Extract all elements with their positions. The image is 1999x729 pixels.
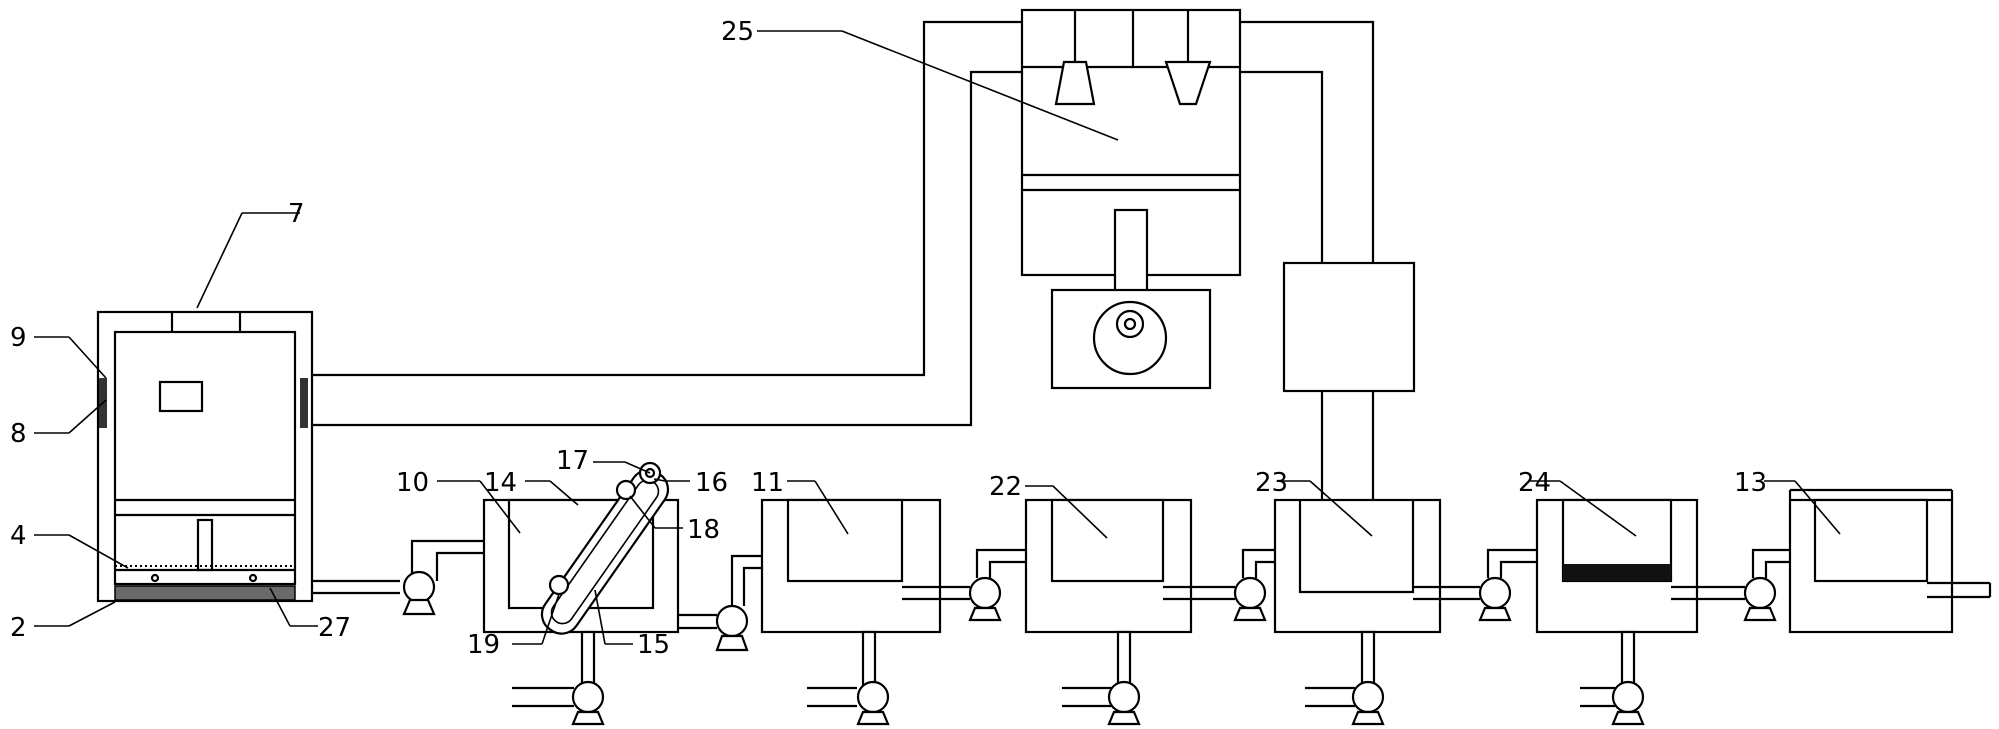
- control-panel: [158, 380, 204, 413]
- label-22: 22: [989, 472, 1022, 502]
- label-2: 2: [10, 613, 27, 643]
- label-7: 7: [288, 199, 305, 229]
- hopper-left-icon: [1054, 60, 1096, 106]
- label-16: 16: [695, 468, 728, 498]
- label-27: 27: [318, 613, 351, 643]
- top-treatment-unit: [1020, 8, 1242, 390]
- tank-24: [1535, 498, 1699, 726]
- label-15: 15: [637, 630, 670, 660]
- leader-lines: [34, 30, 1841, 645]
- hopper-right-icon: [1164, 60, 1212, 106]
- side-filter-box: [1282, 261, 1416, 393]
- tank-23: [1273, 498, 1442, 726]
- label-17: 17: [556, 446, 589, 476]
- pipe-10-to-11: [678, 554, 788, 652]
- label-10: 10: [396, 468, 429, 498]
- label-9: 9: [10, 323, 27, 353]
- label-19: 19: [467, 630, 500, 660]
- tank-10: [482, 461, 680, 726]
- label-23: 23: [1255, 468, 1288, 498]
- pump-icon: [402, 570, 436, 604]
- label-25: 25: [721, 17, 754, 47]
- label-13: 13: [1734, 468, 1767, 498]
- pipe-24-to-13: [1671, 548, 1815, 622]
- label-4: 4: [10, 521, 27, 551]
- air-ducts: [312, 20, 1375, 427]
- label-24: 24: [1518, 468, 1551, 498]
- left-cabinet: [96, 310, 314, 603]
- tank-22: [1024, 498, 1193, 726]
- tank-13: [1788, 488, 1992, 634]
- part-labels: 25 7 9 8 4 2 27 10 14 17 16 18 19 15 11 …: [10, 17, 1767, 660]
- label-8: 8: [10, 419, 27, 449]
- tank-11: [760, 498, 942, 726]
- label-18: 18: [687, 515, 720, 545]
- pipe-cabinet-to-10: [312, 539, 509, 616]
- label-11: 11: [751, 468, 784, 498]
- label-14: 14: [484, 468, 517, 498]
